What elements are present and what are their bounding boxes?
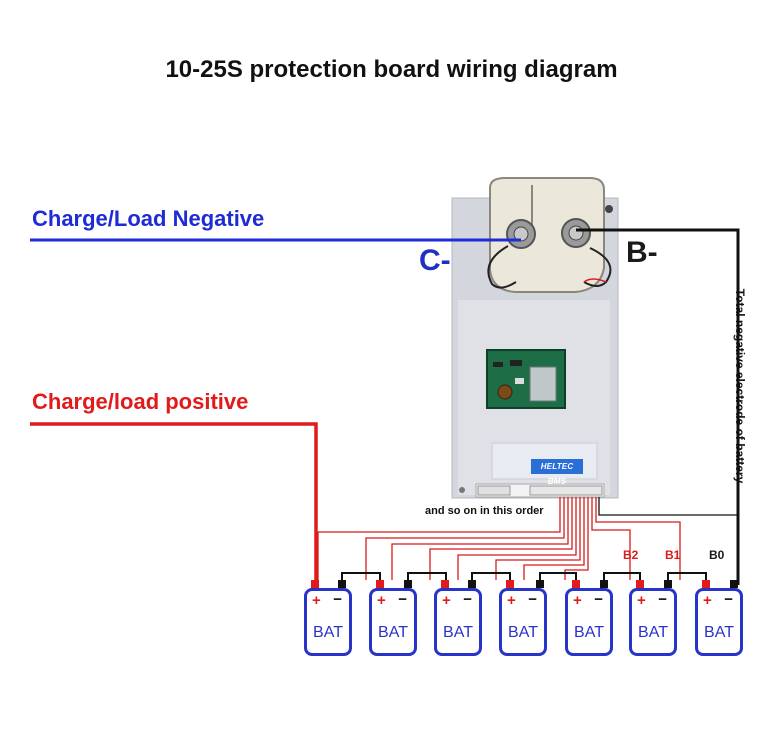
- b-minus-label: B-: [626, 236, 658, 269]
- plus-sign: +: [507, 592, 516, 609]
- battery-label: BAT: [378, 624, 408, 641]
- tap-b0-label: B0: [709, 548, 725, 562]
- plus-sign: +: [573, 592, 582, 609]
- series-links: [341, 572, 707, 586]
- battery-cell: + − BAT: [304, 588, 352, 656]
- battery-label: BAT: [508, 624, 538, 641]
- tap-b1-label: B1: [665, 548, 681, 562]
- plus-sign: +: [312, 592, 321, 609]
- minus-sign: −: [463, 591, 472, 608]
- terminal-housing: [489, 177, 605, 293]
- plus-sign: +: [637, 592, 646, 609]
- minus-sign: −: [528, 591, 537, 608]
- battery-cell: + − BAT: [695, 588, 743, 656]
- minus-sign: −: [658, 591, 667, 608]
- positive-wire: [30, 422, 318, 585]
- plus-sign: +: [377, 592, 386, 609]
- total-negative-wire: [576, 228, 740, 585]
- minus-sign: −: [333, 591, 342, 608]
- battery-cell: + − BAT: [369, 588, 417, 656]
- charge-load-positive-label: Charge/load positive: [32, 389, 249, 414]
- battery-label: BAT: [443, 624, 473, 641]
- charge-load-negative-label: Charge/Load Negative: [32, 206, 265, 231]
- minus-sign: −: [724, 591, 733, 608]
- battery-label: BAT: [704, 624, 734, 641]
- battery-cell: + − BAT: [499, 588, 547, 656]
- minus-sign: −: [398, 591, 407, 608]
- battery-cell: + − BAT: [565, 588, 613, 656]
- battery-terminals: [311, 580, 738, 588]
- battery-label: BAT: [313, 624, 343, 641]
- battery-cell: + − BAT: [629, 588, 677, 656]
- plus-sign: +: [442, 592, 451, 609]
- plus-sign: +: [703, 592, 712, 609]
- order-note: and so on in this order: [425, 505, 544, 517]
- total-negative-label: Total negative electrode of battery: [733, 288, 747, 484]
- battery-label: BAT: [574, 624, 604, 641]
- balance-leads: [317, 497, 681, 580]
- tap-b2-label: B2: [623, 548, 639, 562]
- diagram-title: 10-25S protection board wiring diagram: [165, 56, 618, 83]
- minus-sign: −: [594, 591, 603, 608]
- battery-cell: + − BAT: [434, 588, 482, 656]
- battery-label: BAT: [638, 624, 668, 641]
- c-minus-label: C-: [419, 244, 451, 277]
- brand-logo: HELTEC BMS: [531, 459, 583, 486]
